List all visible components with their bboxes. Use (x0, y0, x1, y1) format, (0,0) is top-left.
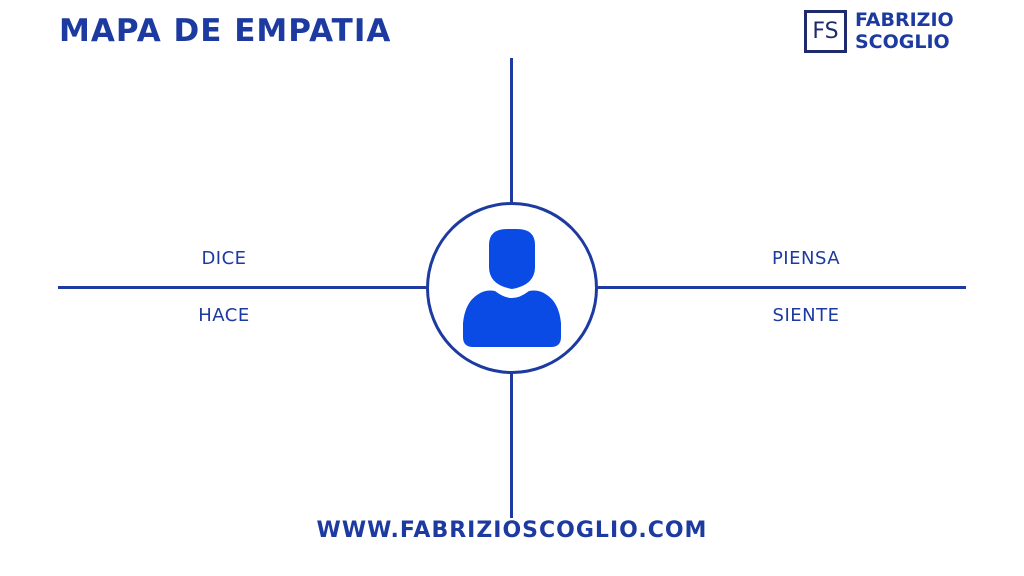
quadrant-label-hace: HACE (198, 305, 250, 326)
axis-line-bottom (510, 374, 513, 518)
logo-line-1: FABRIZIO (855, 9, 954, 31)
axis-line-left (58, 286, 426, 289)
logo-line-2: SCOGLIO (855, 31, 950, 53)
avatar-circle (426, 202, 598, 374)
quadrant-label-siente: SIENTE (772, 305, 840, 326)
axis-line-top (510, 58, 513, 202)
page-title: MAPA DE EMPATIA (59, 13, 392, 49)
quadrant-label-piensa: PIENSA (771, 248, 841, 269)
quadrant-label-dice: DICE (201, 248, 247, 269)
axis-line-right (598, 286, 966, 289)
brand-logo: FS FABRIZIO SCOGLIO (804, 9, 954, 53)
website-url: WWW.FABRIZIOSCOGLIO.COM (316, 518, 708, 543)
logo-monogram: FS (804, 9, 847, 53)
logo-wordmark: FABRIZIO SCOGLIO (855, 9, 954, 53)
user-avatar-icon (463, 229, 561, 347)
